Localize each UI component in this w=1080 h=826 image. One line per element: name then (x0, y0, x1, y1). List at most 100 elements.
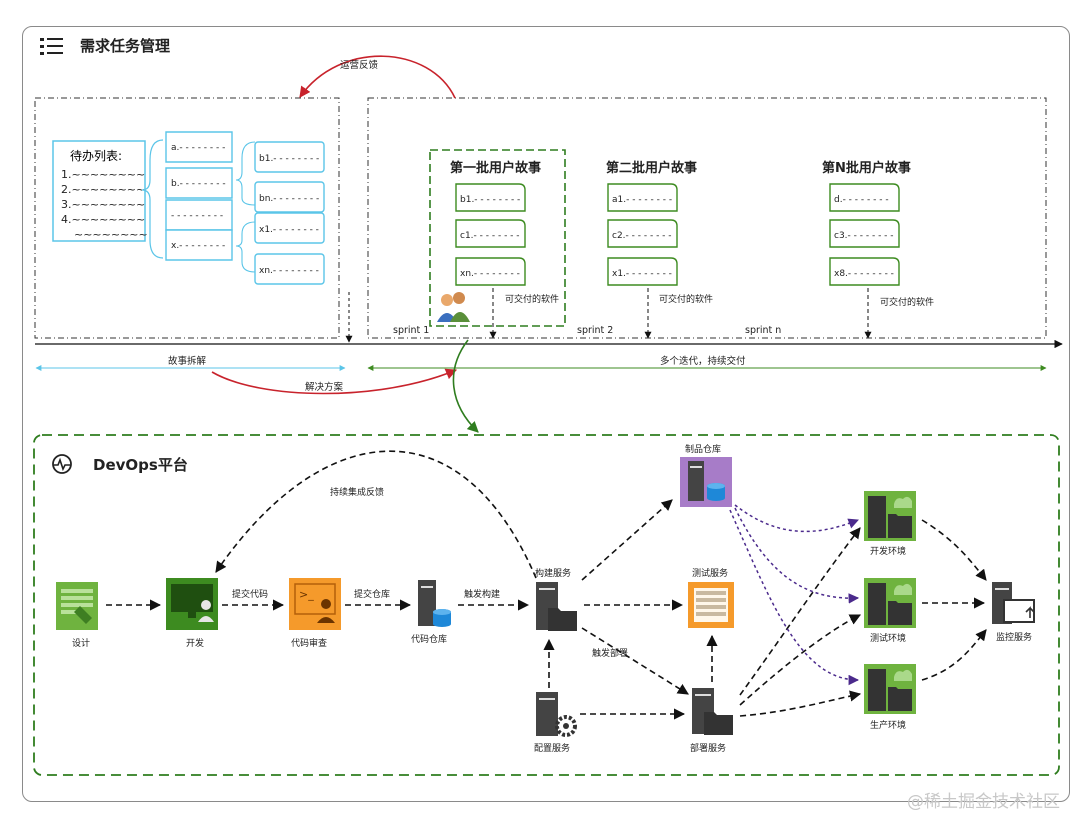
design-label: 设计 (72, 637, 90, 649)
dev-env-node: 开发环境 (864, 491, 916, 557)
server-icon (868, 669, 886, 711)
code-repo-label: 代码仓库 (411, 633, 447, 645)
flow-arrows (106, 450, 987, 720)
deliverable-label: 可交付的软件 (880, 296, 934, 308)
decomposed-story: x.- - - - - - - - (171, 241, 225, 251)
batch-1-title: 第一批用户故事 (450, 160, 541, 176)
batch-1-stories: b1.- - - - - - - - c1.- - - - - - - - xn… (455, 183, 526, 286)
tag-icon (74, 606, 92, 624)
outer-frame (22, 26, 1070, 802)
brace-connector (235, 141, 256, 206)
solution-arrow (211, 368, 458, 395)
deliverable-label: 可交付的软件 (659, 293, 713, 305)
test-service-label: 测试服务 (692, 567, 728, 579)
sub-story: x1.- - - - - - - - (259, 225, 319, 235)
artifact-arrows (729, 504, 860, 686)
decomposed-story: b.- - - - - - - - (171, 179, 226, 189)
story-split-label: 故事拆解 (168, 355, 207, 367)
requirements-section: 需求任务管理 运营反馈 待办列表: 1.~~~~~~~~ 2.~~~~~~~~ … (34, 37, 1063, 433)
batch-story: xn.- - - - - - - - (460, 269, 520, 279)
folder-icon (704, 712, 733, 735)
watermark: @稀土掘金技术社区 (907, 792, 1060, 812)
batch-2-title: 第二批用户故事 (606, 160, 697, 176)
brace-connector (235, 221, 256, 273)
brace-connector (141, 139, 164, 259)
iterations-label: 多个迭代，持续交付 (660, 355, 746, 367)
test-env-label: 测试环境 (870, 632, 906, 644)
dev-env-label: 开发环境 (870, 545, 906, 557)
config-label: 配置服务 (534, 742, 570, 754)
code-review-node: >_ 代码审查 (289, 578, 341, 649)
batch-story: x8.- - - - - - - - (834, 269, 894, 279)
sub-story: b1.- - - - - - - - (259, 154, 319, 164)
batch-story: c2.- - - - - - - - (612, 231, 672, 241)
backlog-item: 4.~~~~~~~~ (61, 213, 145, 226)
cloud-icon (894, 496, 912, 508)
batch-story: d.- - - - - - - - (834, 195, 889, 205)
test-env-node: 测试环境 (864, 578, 916, 644)
ci-feedback-label: 持续集成反馈 (330, 486, 384, 498)
deliverable-label: 可交付的软件 (505, 293, 559, 305)
develop-label: 开发 (186, 637, 204, 649)
server-icon (868, 496, 886, 538)
devops-title: DevOps平台 (93, 456, 188, 474)
iteration-box (367, 97, 1047, 339)
backlog-item: 1.~~~~~~~~ (61, 168, 145, 181)
build-label: 构建服务 (535, 567, 571, 579)
gear-icon (555, 715, 577, 737)
monitor-label: 监控服务 (996, 631, 1032, 643)
deploy-node: 部署服务 (690, 688, 733, 754)
sprint-label: sprint 1 (393, 325, 429, 336)
backlog-item: 2.~~~~~~~~ (61, 183, 145, 196)
code-repo-node: 代码仓库 (411, 580, 451, 645)
sub-story: bn.- - - - - - - - (259, 194, 319, 204)
batch-story: a1.- - - - - - - - (612, 195, 672, 205)
batch-1-frame (429, 149, 566, 327)
checklist-icon (40, 38, 63, 55)
trigger-build-label: 触发构建 (464, 588, 500, 600)
cloud-icon (894, 583, 912, 595)
batch-2-stories: a1.- - - - - - - - c2.- - - - - - - - x1… (607, 183, 678, 286)
requirements-title: 需求任务管理 (80, 37, 170, 55)
batch-n-title: 第N批用户故事 (822, 160, 911, 176)
backlog-title: 待办列表: (70, 148, 122, 163)
server-icon (868, 583, 886, 625)
prod-env-node: 生产环境 (864, 664, 916, 731)
sprint-label: sprint n (745, 325, 781, 336)
design-node: 设计 (56, 582, 98, 649)
devops-frame (33, 434, 1060, 776)
artifact-repo-label: 制品仓库 (685, 443, 721, 455)
monitor-node: 监控服务 (992, 582, 1035, 643)
story-split-box (34, 97, 340, 339)
artifact-repo-node: 制品仓库 (680, 443, 732, 507)
commit-repo-label: 提交仓库 (354, 588, 390, 600)
devops-section: DevOps平台 设计 开发 >_ 代码审查 (33, 434, 1060, 776)
batch-story: c3.- - - - - - - - (834, 231, 894, 241)
build-node: 构建服务 (535, 567, 577, 631)
deploy-label: 部署服务 (690, 742, 726, 754)
commit-code-label: 提交代码 (232, 588, 268, 600)
backlog-item: 3.~~~~~~~~ (61, 198, 145, 211)
decomposed-stories: a.- - - - - - - - b.- - - - - - - - - - … (165, 131, 233, 261)
server-icon (688, 461, 704, 501)
develop-node: 开发 (166, 578, 218, 649)
backlog-item: ~~~~~~~~ (74, 228, 148, 241)
svg-text:>_: >_ (299, 588, 314, 601)
backlog-box (52, 140, 146, 242)
arrow-up-icon (1025, 606, 1035, 618)
decomposed-story: - - - - - - - - - (171, 211, 223, 221)
ops-feedback-label: 运营反馈 (340, 59, 379, 71)
batch-n-stories: d.- - - - - - - - c3.- - - - - - - - x8.… (829, 183, 900, 286)
sub-stories: b1.- - - - - - - - bn.- - - - - - - - x1… (254, 141, 325, 285)
to-devops-arrow (452, 339, 479, 433)
sub-story: xn.- - - - - - - - (259, 266, 319, 276)
server-icon (418, 580, 436, 626)
batch-story: c1.- - - - - - - - (460, 231, 520, 241)
test-service-node: 测试服务 (688, 567, 734, 628)
ops-feedback-arrow (299, 55, 456, 99)
config-node: 配置服务 (534, 692, 577, 754)
sprint-label: sprint 2 (577, 325, 613, 336)
cloud-icon (894, 669, 912, 681)
decomposed-story: a.- - - - - - - - (171, 143, 225, 153)
